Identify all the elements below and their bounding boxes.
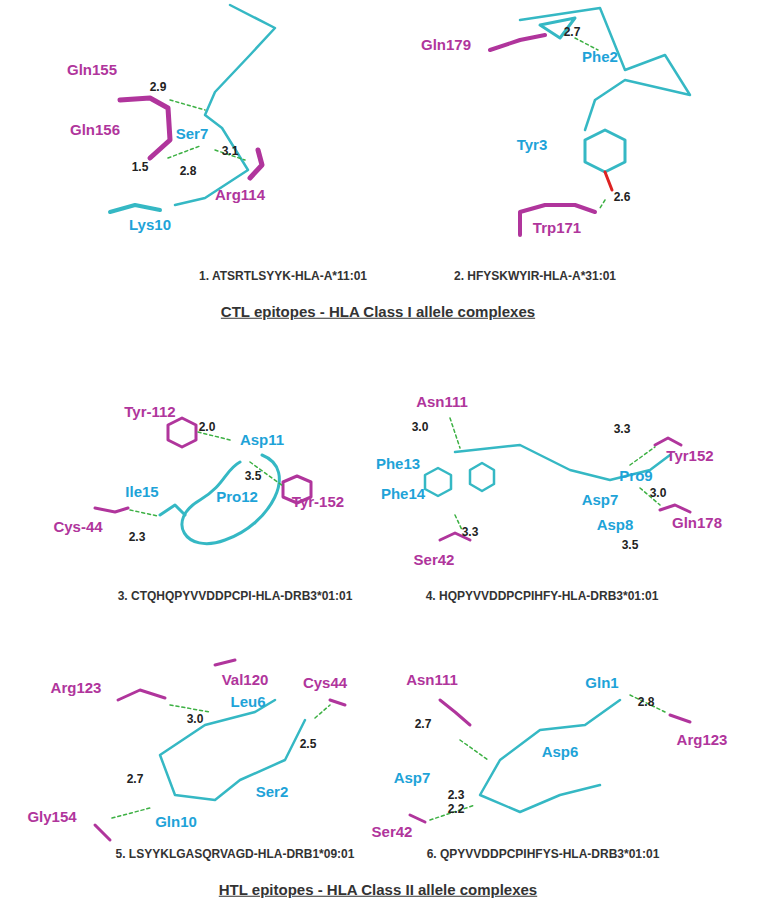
residue-label: Gln179: [421, 37, 471, 54]
distance-label: 3.0: [187, 713, 204, 726]
complex-caption: 3. CTQHQPYVVDDPCPI-HLA-DRB3*01:01: [118, 590, 353, 603]
peptide-residue-label: Asp7: [582, 492, 619, 509]
residue-label: Asn111: [406, 672, 458, 689]
peptide-residue-label: Gln10: [155, 814, 197, 831]
distance-label: 3.3: [614, 423, 631, 436]
distance-label: 2.8: [180, 165, 197, 178]
distance-label: 2.7: [127, 773, 144, 786]
peptide-residue-label: Gln1: [585, 675, 618, 692]
distance-label: 2.7: [415, 718, 432, 731]
peptide-residue-label: Ile15: [125, 484, 158, 501]
complex-caption: 5. LSYYKLGASQRVAGD-HLA-DRB1*09:01: [116, 848, 355, 861]
distance-label: 2.5: [300, 738, 317, 751]
complex-caption: 4. HQPYVVDDPCPIHFY-HLA-DRB3*01:01: [426, 590, 659, 603]
peptide-residue-label: Asp11: [240, 432, 284, 449]
peptide-residue-label: Pro9: [619, 468, 652, 485]
residue-label: Val120: [222, 672, 269, 689]
distance-label: 2.3: [448, 789, 465, 802]
distance-label: 3.3: [462, 526, 479, 539]
peptide-residue-label: Phe13: [376, 456, 420, 473]
section-heading: CTL epitopes - HLA Class I allele comple…: [221, 304, 535, 321]
distance-label: 2.3: [129, 531, 146, 544]
distance-label: 2.2: [448, 803, 465, 816]
residue-label: Tyr-152: [292, 494, 344, 511]
residue-label: Arg123: [51, 680, 102, 697]
residue-label: Gln155: [67, 62, 117, 79]
section-heading: HTL epitopes - HLA Class II allele compl…: [219, 882, 537, 899]
residue-label: Cys44: [303, 675, 347, 692]
distance-label: 3.0: [650, 487, 667, 500]
peptide-residue-label: Tyr3: [517, 137, 548, 154]
residue-label: Ser42: [414, 552, 455, 569]
residue-label: Ser42: [372, 824, 413, 841]
peptide-residue-label: Lys10: [129, 217, 171, 234]
distance-label: 3.0: [412, 421, 429, 434]
peptide-residue-label: Ser2: [256, 784, 289, 801]
residue-label: Trp171: [533, 220, 581, 237]
distance-label: 2.0: [199, 421, 216, 434]
residue-label: Tyr-112: [124, 404, 175, 421]
distance-label: 2.6: [614, 191, 631, 204]
distance-label: 3.5: [622, 539, 639, 552]
distance-label: 3.1: [222, 145, 239, 158]
distance-label: 2.7: [564, 26, 581, 39]
peptide-residue-label: Ser7: [176, 126, 209, 143]
distance-label: 1.5: [132, 161, 149, 174]
distance-label: 3.5: [245, 470, 262, 483]
peptide-residue-label: Leu6: [230, 694, 265, 711]
peptide-residue-label: Phe14: [381, 486, 425, 503]
residue-label: Tyr152: [666, 448, 713, 465]
residue-label: Gln178: [672, 515, 722, 532]
residue-label: Arg123: [677, 732, 728, 749]
complex-caption: 1. ATSRTLSYYK-HLA-A*11:01: [199, 270, 367, 283]
residue-label: Cys-44: [53, 519, 102, 536]
distance-label: 2.9: [150, 81, 167, 94]
residue-label: Gln156: [70, 122, 120, 139]
peptide-residue-label: Phe2: [582, 49, 618, 66]
peptide-residue-label: Asp6: [542, 744, 579, 761]
residue-label: Arg114: [215, 187, 265, 204]
complex-caption: 2. HFYSKWYIR-HLA-A*31:01: [454, 270, 616, 283]
residue-label: Gly154: [27, 809, 76, 826]
peptide-residue-label: Pro12: [216, 489, 258, 506]
peptide-residue-label: Asp7: [394, 770, 431, 787]
distance-label: 2.8: [638, 696, 655, 709]
complex-caption: 6. QPYVVDDPCPIHFYS-HLA-DRB3*01:01: [427, 848, 660, 861]
peptide-residue-label: Asp8: [597, 517, 634, 534]
residue-label: Asn111: [416, 394, 468, 411]
